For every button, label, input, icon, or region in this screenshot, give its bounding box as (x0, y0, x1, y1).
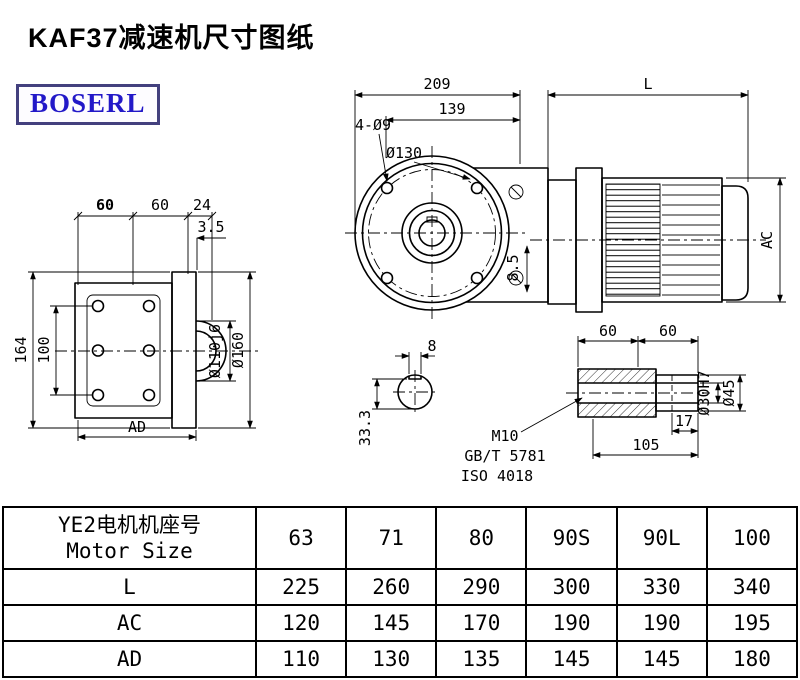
dim-flange-d130: Ø130 (386, 144, 422, 162)
output-flange-edge (171, 271, 197, 429)
value-L: 290 (435, 568, 528, 606)
dim-key-8: 8 (427, 337, 436, 355)
dim-AC: AC (758, 231, 776, 249)
dim-105: 105 (632, 436, 659, 454)
bolt-hole (380, 271, 394, 285)
table-row-motor-size: YE2电机机座号 Motor Size 63 71 80 90S 90L 100 (2, 506, 799, 570)
table-row-L: L 225 260 290 300 330 340 (2, 568, 799, 606)
side-view (454, 167, 766, 313)
row-label-AD: AD (2, 640, 257, 678)
row-label-AC: AC (2, 604, 257, 642)
dim-8-5: 8.5 (504, 254, 522, 281)
dim-shaft-d110: Ø110j6 (206, 324, 224, 378)
dim-17: 17 (675, 412, 693, 430)
dim-24: 24 (193, 196, 211, 214)
dim-AD: AD (128, 418, 146, 436)
table-row-AC: AC 120 145 170 190 190 195 (2, 604, 799, 642)
motor-size-value: 100 (705, 506, 799, 570)
page-title: KAF37减速机尺寸图纸 (28, 23, 315, 53)
dimensions: 209 139 L 4-Ø9 Ø130 AC 8.5 60 60 24 3.5 (12, 75, 786, 485)
value-AD: 145 (525, 640, 618, 678)
value-AC: 190 (525, 604, 618, 642)
left-view (55, 271, 262, 429)
front-view (345, 146, 525, 322)
housing-outline (74, 282, 173, 419)
fan-cover-outline (721, 185, 749, 301)
bolt-hole (470, 271, 484, 285)
dim-bolt-holes: 4-Ø9 (355, 116, 391, 134)
mount-hole (91, 299, 105, 313)
note-iso: ISO 4018 (461, 467, 533, 485)
value-AC: 120 (254, 604, 348, 642)
dim-33-3: 33.3 (356, 410, 374, 446)
shaft-detail-view (566, 368, 710, 418)
bolt-hole (380, 181, 394, 195)
dimension-table: YE2电机机座号 Motor Size 63 71 80 90S 90L 100… (2, 506, 799, 678)
motor-size-value: 71 (345, 506, 438, 570)
brand-logo: BOSERL (16, 84, 160, 125)
value-L: 330 (615, 568, 708, 606)
mount-hole (142, 344, 156, 357)
dim-out-60b: 60 (659, 322, 677, 340)
value-AC: 170 (435, 604, 528, 642)
adapter-outline (547, 179, 577, 305)
value-AC: 195 (705, 604, 799, 642)
dim-100: 100 (35, 336, 53, 363)
note-m10: M10 (491, 427, 518, 445)
value-AC: 145 (345, 604, 438, 642)
value-L: 225 (254, 568, 348, 606)
value-AC: 190 (615, 604, 708, 642)
value-AD: 145 (615, 640, 708, 678)
dim-209: 209 (423, 75, 450, 93)
dim-bore-d30: Ø30H7 (695, 370, 713, 415)
motor-size-value: 63 (254, 506, 348, 570)
mount-hole (91, 344, 105, 357)
mount-hole (91, 388, 105, 402)
hatch-bottom (578, 403, 656, 417)
mount-hole (142, 299, 156, 313)
hatch-top (578, 369, 656, 383)
dim-3-5: 3.5 (197, 218, 224, 236)
mount-hole (142, 388, 156, 402)
dim-60: 60 (151, 196, 169, 214)
dim-164: 164 (12, 336, 30, 363)
value-L: 300 (525, 568, 618, 606)
motor-size-value: 90L (615, 506, 708, 570)
row-label-L: L (2, 568, 257, 606)
motor-size-label-cn: YE2电机机座号 (58, 512, 201, 537)
value-AD: 135 (435, 640, 528, 678)
value-L: 260 (345, 568, 438, 606)
table-row-AD: AD 110 130 135 145 145 180 (2, 640, 799, 678)
dim-139: 139 (438, 100, 465, 118)
screw-slot (510, 186, 522, 198)
motor-size-label: YE2电机机座号 Motor Size (2, 506, 257, 570)
value-L: 340 (705, 568, 799, 606)
value-AD: 110 (254, 640, 348, 678)
motor-size-label-en: Motor Size (66, 539, 193, 563)
screw-slot (510, 272, 522, 284)
dim-60-bold: 60 (96, 196, 114, 214)
dim-L: L (643, 75, 652, 93)
value-AD: 180 (705, 640, 799, 678)
shaft-end-arc (195, 330, 217, 372)
dim-out-60a: 60 (599, 322, 617, 340)
dim-shaft-d45: Ø45 (720, 379, 738, 406)
motor-size-value: 90S (525, 506, 618, 570)
note-gbt: GB/T 5781 (464, 447, 545, 465)
bolt-hole (470, 181, 484, 195)
mounting-face (86, 294, 161, 407)
bolt-circle (368, 169, 496, 297)
dim-flange-d160: Ø160 (229, 332, 247, 368)
value-AD: 130 (345, 640, 438, 678)
motor-size-value: 80 (435, 506, 528, 570)
shaft-section-view (393, 370, 437, 414)
